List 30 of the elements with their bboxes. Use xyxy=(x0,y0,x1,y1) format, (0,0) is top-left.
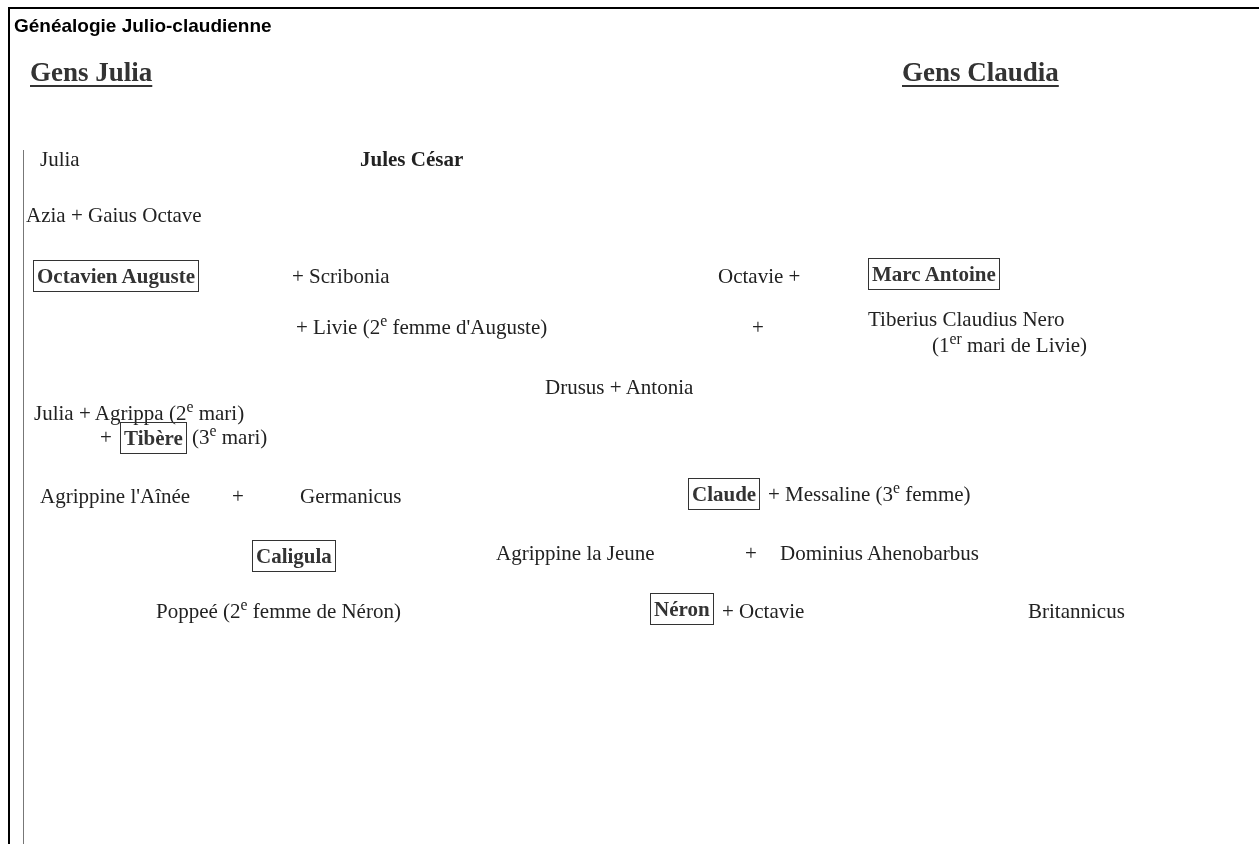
name-label: Germanicus xyxy=(300,483,402,510)
boxed-name: Néron xyxy=(650,593,714,626)
boxed-name: Caligula xyxy=(252,540,336,573)
name-label: + Messaline (3$^{e}$ femme) xyxy=(768,481,971,508)
name-label: Drusus + Antonia xyxy=(545,374,694,401)
boxed-name: Claude xyxy=(688,478,761,511)
name-label: + xyxy=(745,540,757,567)
name-label: + xyxy=(232,483,244,510)
name-label: Poppeé (2$^{e}$ femme de Néron) xyxy=(156,598,401,625)
section-heading: Gens Julia xyxy=(30,56,153,89)
section-heading: Gens Claudia xyxy=(902,56,1059,89)
name-label: Agrippine l'Aînée xyxy=(40,483,191,510)
name-label: + xyxy=(752,314,764,341)
name-label: Dominius Ahenobarbus xyxy=(780,540,979,567)
title: Généalogie Julio-claudienne xyxy=(14,14,272,38)
name-label: Octavie + xyxy=(718,263,801,290)
name-label: + Octavie xyxy=(722,598,805,625)
name-label: (1$^{er}$ mari de Livie) xyxy=(932,332,1088,359)
name-label: Agrippine la Jeune xyxy=(496,540,655,567)
name-label: + Livie (2$^{e}$ femme d'Auguste) xyxy=(296,314,548,341)
name-label: Azia + Gaius Octave xyxy=(26,202,202,229)
name-label: Britannicus xyxy=(1028,598,1125,625)
name-label: + Scribonia xyxy=(292,263,390,290)
name-label: (3$^{e}$ mari) xyxy=(192,424,268,451)
name-label: Tiberius Claudius Nero xyxy=(868,306,1065,333)
boxed-name: Octavien Auguste xyxy=(33,260,200,293)
name-label: + xyxy=(100,425,112,451)
name-label: Jules César xyxy=(360,146,464,173)
name-label: Julia xyxy=(40,146,80,173)
boxed-name: Marc Antoine xyxy=(868,258,1000,291)
